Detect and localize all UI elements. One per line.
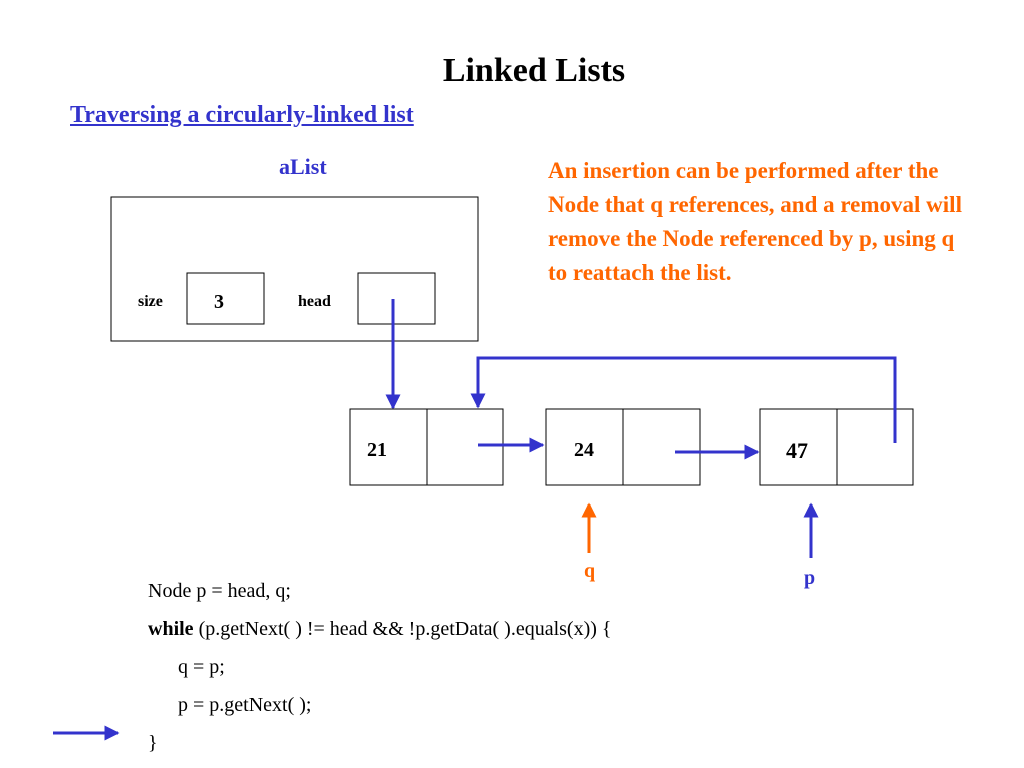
code-line-5: } xyxy=(148,732,158,754)
code-line-3: q = p; xyxy=(178,656,225,678)
node-1: 21 xyxy=(349,408,504,486)
head-box xyxy=(357,272,436,325)
node-3: 47 xyxy=(759,408,914,486)
node-2-value: 24 xyxy=(574,439,594,461)
head-label: head xyxy=(298,293,331,310)
note-text: An insertion can be performed after the … xyxy=(548,158,962,285)
alist-box xyxy=(110,196,479,342)
code-line-4: p = p.getNext( ); xyxy=(178,694,312,716)
node-2: 24 xyxy=(545,408,701,486)
node-1-value: 21 xyxy=(367,439,387,461)
subtitle: Traversing a circularly-linked list xyxy=(70,102,414,128)
code-keyword-while: while xyxy=(148,618,194,640)
code-line-2-rest: (p.getNext( ) != head && !p.getData( ).e… xyxy=(193,618,612,640)
code-line-2: while (p.getNext( ) != head && !p.getDat… xyxy=(148,610,612,648)
page-title: Linked Lists xyxy=(442,52,626,89)
alist-label: aList xyxy=(279,154,327,179)
q-label: q xyxy=(584,560,595,582)
p-label: p xyxy=(804,567,815,589)
size-label: size xyxy=(138,293,163,310)
circular-arrow xyxy=(470,356,897,443)
size-box xyxy=(186,272,265,325)
code-line-1: Node p = head, q; xyxy=(148,580,291,602)
node-3-value: 47 xyxy=(786,438,808,463)
size-value: 3 xyxy=(214,291,224,313)
code-block: Node p = head, q; while (p.getNext( ) !=… xyxy=(148,572,612,762)
